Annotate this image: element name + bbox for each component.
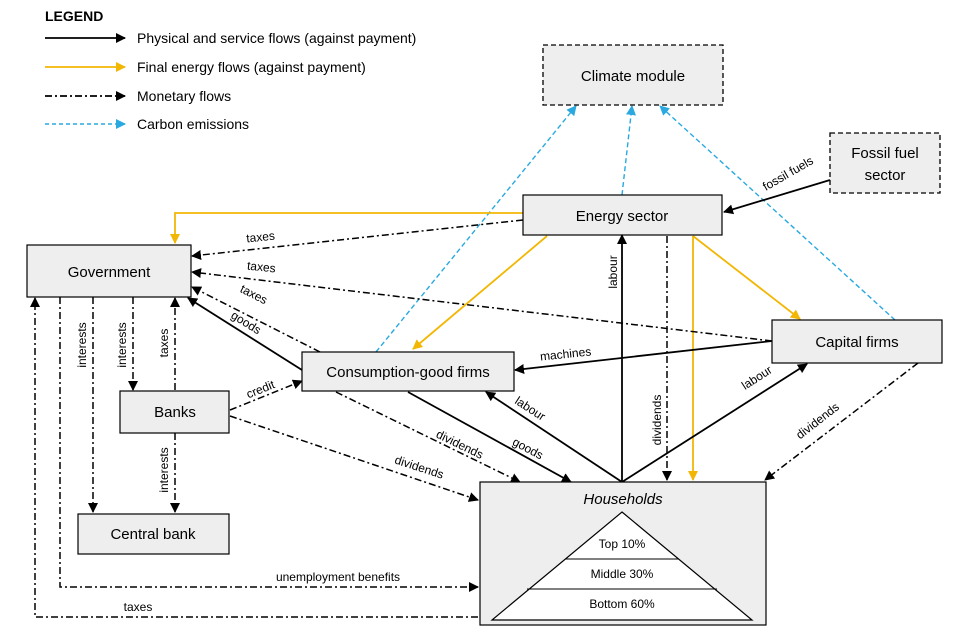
banks-box [119,390,230,434]
credit-banks-consumption [229,379,303,411]
nodes: Climate module Fossil fuel sector Energy… [26,44,943,626]
energy-sector-box [522,194,723,236]
label-dividends-capital: dividends [793,400,842,442]
label-interests-banks: interests [115,322,129,367]
goods-to-households [407,391,572,483]
climate-module-box [542,44,724,106]
banks-label: Banks [154,404,196,421]
label-taxes-banks: taxes [157,329,171,358]
energy-to-government [170,212,523,244]
label-dividends-energy: dividends [650,395,664,446]
energy-to-capital [692,235,801,320]
machines-flow [514,340,773,374]
edges [30,105,919,618]
dividends-banks-households [229,415,479,502]
label-taxes-capital: taxes [246,259,276,276]
taxes-capital-gov [191,268,773,342]
labour-to-consumption [485,391,623,483]
central-bank-box [77,513,230,555]
label-goods-gov: goods [229,308,264,337]
label-labour-energy: labour [606,255,620,288]
consumption-firms-box [301,351,515,392]
government-label: Government [68,264,151,281]
legend-monetary-label: Monetary flows [137,88,231,104]
legend-carbon-label: Carbon emissions [137,116,249,132]
capital-firms-label: Capital firms [815,334,898,351]
energy-sector-label: Energy sector [576,208,669,225]
fossil-to-energy [723,179,831,215]
label-dividends-banks: dividends [393,453,446,482]
pyramid-middle-label: Middle 30% [591,567,654,581]
legend-physical-label: Physical and service flows (against paym… [137,30,416,46]
label-taxes-energy: taxes [246,229,276,246]
legend: LEGEND Physical and service flows (again… [45,8,416,132]
label-taxes-consumption: taxes [238,282,270,307]
label-machines: machines [539,344,592,363]
government-box [26,244,192,298]
fossil-fuel-box [829,132,941,194]
carbon-capital-climate [659,105,896,321]
pyramid-top-label: Top 10% [599,537,646,551]
goods-to-government [187,297,303,371]
carbon-energy-climate [621,105,636,196]
household-pyramid [490,511,754,621]
dividends-capital-households [764,362,919,481]
label-unemployment-benefits: unemployment benefits [276,570,400,584]
carbon-consumption-climate [375,105,577,353]
legend-energy-label: Final energy flows (against payment) [137,59,366,75]
taxes-households-gov [30,297,478,618]
fossil-fuel-label-line2: sector [865,167,906,184]
taxes-consumption-gov [191,286,321,353]
dividends-consumption-households [335,391,521,483]
unemployment-benefits-flow [59,297,479,592]
fossil-fuel-label-line1: Fossil fuel [851,145,919,162]
label-taxes-households: taxes [124,600,153,614]
consumption-firms-label: Consumption-good firms [326,364,489,381]
households-label: Households [583,491,663,508]
label-interests-central: interests [157,447,171,492]
label-labour-consumption: labour [512,394,548,424]
pyramid-bottom-label: Bottom 60% [589,597,655,611]
capital-firms-box [771,319,943,364]
taxes-energy-gov [191,219,524,260]
central-bank-label: Central bank [110,526,196,543]
label-dividends-consumption: dividends [434,427,486,462]
climate-module-label: Climate module [581,68,685,85]
label-interests-gov: interests [75,322,89,367]
energy-to-consumption [412,235,548,350]
legend-title: LEGEND [45,8,103,24]
labour-to-capital [621,363,808,483]
